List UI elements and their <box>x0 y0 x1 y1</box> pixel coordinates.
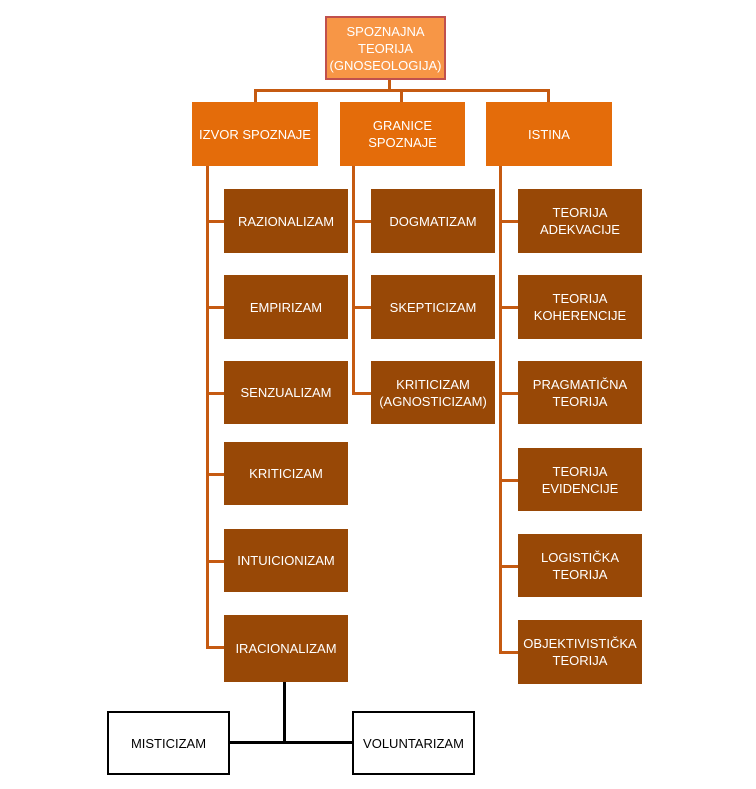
node-item: EMPIRIZAM <box>224 275 348 339</box>
connector-line <box>254 89 257 103</box>
header-granice-spoznaje: GRANICE SPOZNAJE <box>340 102 465 166</box>
node-item: INTUICIONIZAM <box>224 529 348 592</box>
header-izvor-spoznaje: IZVOR SPOZNAJE <box>192 102 318 166</box>
connector-line <box>206 306 224 309</box>
connector-line <box>388 80 391 90</box>
connector-line <box>230 741 352 744</box>
node-voluntarizam: VOLUNTARIZAM <box>352 711 475 775</box>
connector-line <box>499 392 518 395</box>
connector-line <box>499 166 502 654</box>
connector-line <box>499 651 518 654</box>
connector-line <box>206 392 224 395</box>
connector-line <box>206 166 209 649</box>
connector-line <box>400 89 403 103</box>
connector-line <box>499 565 518 568</box>
node-item: TEORIJA ADEKVACIJE <box>518 189 642 253</box>
connector-line <box>206 220 224 223</box>
node-item: OBJEKTIVISTIČKA TEORIJA <box>518 620 642 684</box>
connector-line <box>499 306 518 309</box>
connector-line <box>499 220 518 223</box>
connector-line <box>283 682 286 743</box>
connector-line <box>352 220 371 223</box>
connector-line <box>499 479 518 482</box>
node-misticizam: MISTICIZAM <box>107 711 230 775</box>
node-item: SENZUALIZAM <box>224 361 348 424</box>
node-item: TEORIJA EVIDENCIJE <box>518 448 642 511</box>
node-item: LOGISTIČKA TEORIJA <box>518 534 642 597</box>
connector-line <box>352 306 371 309</box>
node-item: KRITICIZAM (AGNOSTICIZAM) <box>371 361 495 424</box>
node-item: IRACIONALIZAM <box>224 615 348 682</box>
node-item: RAZIONALIZAM <box>224 189 348 253</box>
node-item: PRAGMATIČNA TEORIJA <box>518 361 642 424</box>
connector-line <box>206 473 224 476</box>
connector-line <box>352 392 371 395</box>
node-item: KRITICIZAM <box>224 442 348 505</box>
node-item: DOGMATIZAM <box>371 189 495 253</box>
root-node: SPOZNAJNA TEORIJA (GNOSEOLOGIJA) <box>325 16 446 80</box>
connector-line <box>547 89 550 103</box>
header-istina: ISTINA <box>486 102 612 166</box>
node-item: TEORIJA KOHERENCIJE <box>518 275 642 339</box>
connector-line <box>206 646 224 649</box>
connector-line <box>206 560 224 563</box>
node-item: SKEPTICIZAM <box>371 275 495 339</box>
connector-line <box>352 166 355 395</box>
